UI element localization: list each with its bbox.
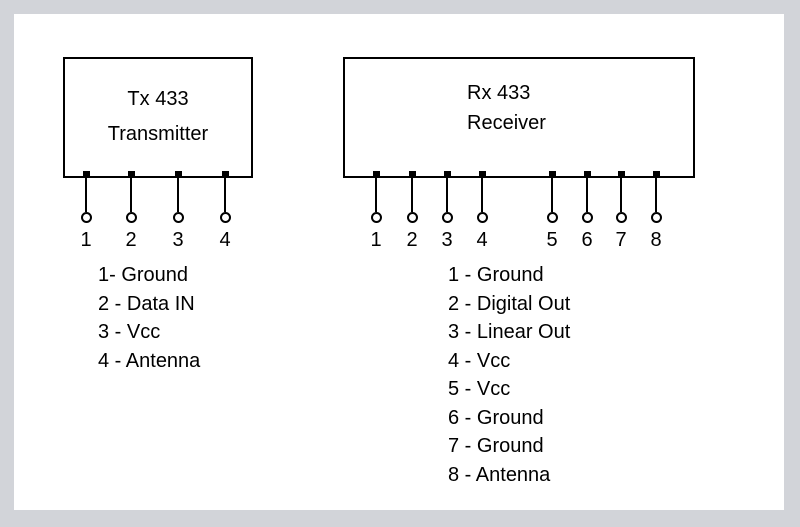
tx-pin-2: 2 (119, 171, 143, 251)
rx-pin-5: 5 (540, 171, 564, 251)
pin-number: 3 (172, 229, 184, 251)
pin-terminal (219, 212, 231, 223)
pin-terminal (615, 212, 627, 223)
pin-lead (411, 178, 413, 212)
rx-legend-line-3: 3 - Linear Out (448, 321, 571, 343)
rx-pin-1: 1 (364, 171, 388, 251)
pin-lead (655, 178, 657, 212)
pin-lead (551, 178, 553, 212)
rx-legend-line-6: 6 - Ground (448, 406, 544, 429)
rx-pin-6: 6 (575, 171, 599, 251)
pin-terminal (650, 212, 662, 223)
rx-legend-line-2: 2 - Digital Out (448, 292, 571, 315)
tx-pin-1: 1 (74, 171, 98, 251)
pin-number: 6 (581, 229, 593, 251)
pin-number: 5 (546, 229, 558, 251)
pin-terminal (80, 212, 92, 223)
pin-number: 2 (125, 229, 137, 251)
tx-title: Tx 433 (127, 88, 189, 110)
pin-lead (130, 178, 132, 212)
pin-lead (224, 178, 226, 212)
rx-pin-2: 2 (400, 171, 424, 251)
pin-number: 7 (615, 229, 627, 251)
pin-pad (443, 171, 451, 178)
pin-pad (548, 171, 556, 178)
pin-terminal (172, 212, 184, 223)
rx-legend-line-5: 5 - Vcc (448, 378, 511, 400)
tx-legend-line-1: 1- Ground (98, 264, 189, 286)
tx-module-box: Tx 433 Transmitter (63, 57, 253, 178)
pin-pad (174, 171, 182, 178)
rx-legend-line-1: 1 - Ground (448, 264, 544, 286)
pin-terminal (546, 212, 558, 223)
pin-terminal (476, 212, 488, 223)
pin-number: 2 (406, 229, 418, 251)
pin-pad (82, 171, 90, 178)
pin-terminal (441, 212, 453, 223)
tx-legend-line-4: 4 - Antenna (98, 349, 201, 372)
tx-legend-line-3: 3 - Vcc (98, 321, 161, 343)
tx-pin-3: 3 (166, 171, 190, 251)
pin-number: 1 (370, 229, 382, 251)
pin-lead (620, 178, 622, 212)
rx-pin-4: 4 (470, 171, 494, 251)
pin-pad (408, 171, 416, 178)
rx-pin-7: 7 (609, 171, 633, 251)
pin-lead (177, 178, 179, 212)
pin-pad (652, 171, 660, 178)
pin-pad (127, 171, 135, 178)
pin-lead (481, 178, 483, 212)
pin-lead (375, 178, 377, 212)
rx-legend-line-7: 7 - Ground (448, 435, 544, 457)
tx-pin-4: 4 (213, 171, 237, 251)
rx-pin-3: 3 (435, 171, 459, 251)
pin-pad (221, 171, 229, 178)
page: Tx 433 Transmitter 1 2 3 4 1- Ground 2 -… (14, 14, 784, 510)
pin-number: 8 (650, 229, 662, 251)
rx-pin-legend: 1 - Ground 2 - Digital Out 3 - Linear Ou… (448, 261, 570, 489)
pin-pad (478, 171, 486, 178)
pin-pad (583, 171, 591, 178)
pin-pad (372, 171, 380, 178)
pin-terminal (125, 212, 137, 223)
tx-subtitle: Transmitter (107, 123, 209, 145)
pin-terminal (370, 212, 382, 223)
pin-number: 4 (476, 229, 488, 251)
pin-number: 3 (441, 229, 453, 251)
pin-terminal (581, 212, 593, 223)
rx-title: Rx 433 (467, 82, 531, 104)
pin-pad (617, 171, 625, 178)
rx-subtitle: Receiver (467, 112, 546, 134)
tx-pin-legend: 1- Ground 2 - Data IN 3 - Vcc 4 - Antenn… (98, 261, 200, 375)
tx-legend-line-2: 2 - Data IN (98, 292, 195, 315)
pin-number: 1 (80, 229, 92, 251)
rx-legend-line-8: 8 - Antenna (448, 463, 551, 486)
pin-terminal (406, 212, 418, 223)
rx-legend-line-4: 4 - Vcc (448, 349, 511, 372)
rx-module-box: Rx 433 Receiver (343, 57, 695, 178)
pin-number: 4 (219, 229, 231, 251)
rx-pin-8: 8 (644, 171, 668, 251)
pin-lead (85, 178, 87, 212)
pin-lead (586, 178, 588, 212)
pin-lead (446, 178, 448, 212)
